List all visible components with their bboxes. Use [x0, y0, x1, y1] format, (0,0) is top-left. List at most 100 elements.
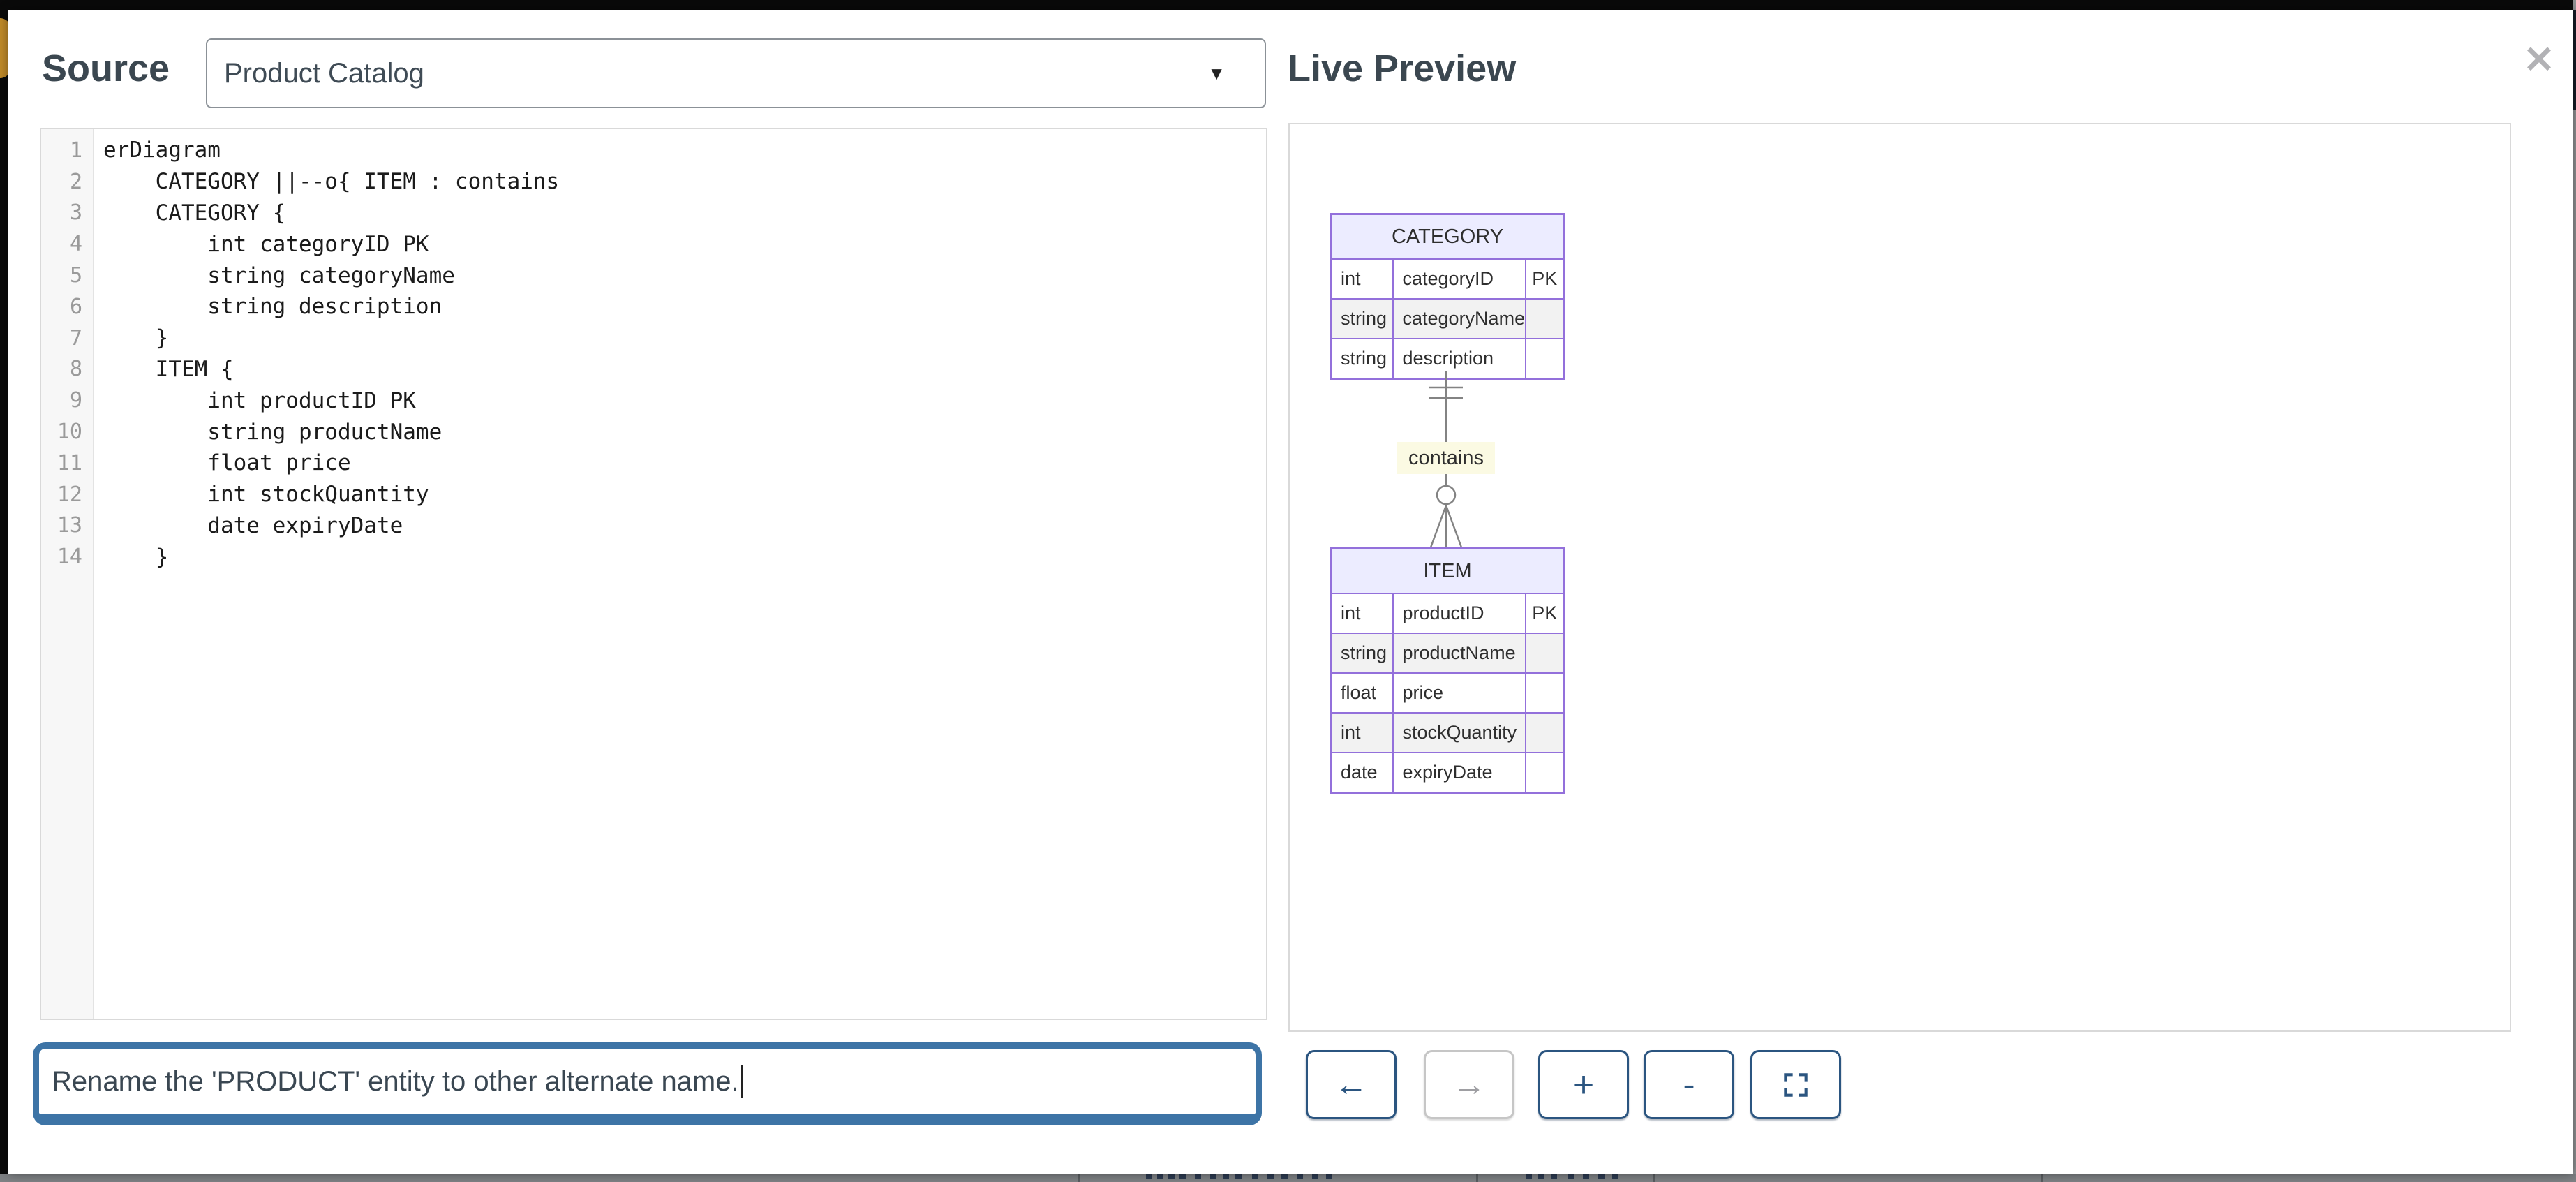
prompt-input-value: Rename the 'PRODUCT' entity to other alt… [52, 1065, 739, 1097]
chevron-down-icon: ▼ [1207, 62, 1226, 84]
background-page-top-sliver [0, 0, 2576, 10]
er-attribute-key [1524, 338, 1565, 380]
er-attribute-name: description [1392, 338, 1526, 380]
preview-panel-title: Live Preview [1288, 47, 1517, 89]
background-logo-fragment [0, 18, 10, 78]
background-page-mark [1210, 1174, 1216, 1179]
er-relationship-label: contains [1397, 442, 1495, 474]
zoom-out-button[interactable]: - [1644, 1050, 1734, 1119]
code-line: 11 float price [41, 448, 1266, 479]
background-page-mark [1326, 1174, 1332, 1179]
er-attribute-key: PK [1524, 593, 1565, 634]
er-attribute-name: categoryName [1392, 298, 1526, 339]
er-attribute-name: stockQuantity [1392, 712, 1526, 753]
code-text: erDiagram [103, 138, 221, 163]
background-page-left-sliver [0, 0, 8, 1182]
er-attribute-key: PK [1524, 258, 1565, 300]
code-text: int stockQuantity [103, 482, 429, 508]
er-entity-name: ITEM [1330, 547, 1565, 594]
er-attribute-type: string [1330, 633, 1394, 674]
line-number-gutter [41, 129, 94, 1019]
code-text: int categoryID PK [103, 231, 429, 257]
line-number: 13 [57, 513, 82, 538]
code-line: 3 CATEGORY { [41, 198, 1266, 229]
line-number: 11 [57, 450, 82, 475]
code-line: 14 } [41, 541, 1266, 572]
background-page-mark [1179, 1174, 1186, 1179]
code-line: 7 } [41, 323, 1266, 354]
er-attribute-name: categoryID [1392, 258, 1526, 300]
background-page-mark [1598, 1174, 1605, 1179]
code-text: string productName [103, 419, 442, 445]
history-forward-button[interactable]: → [1424, 1050, 1514, 1119]
line-number: 7 [69, 325, 82, 350]
code-text: int productID PK [103, 387, 416, 413]
er-attribute-key [1524, 672, 1565, 714]
background-page-bottom-sliver [0, 1174, 2576, 1182]
er-attribute-name: expiryDate [1392, 752, 1526, 794]
code-line: 2 CATEGORY ||--o{ ITEM : contains [41, 166, 1266, 198]
close-icon[interactable]: ✕ [2523, 39, 2555, 81]
background-page-divider [2041, 1174, 2043, 1182]
source-panel-title: Source [42, 47, 170, 89]
code-text: date expiryDate [103, 512, 403, 538]
er-attribute-key [1524, 298, 1565, 339]
line-number: 14 [57, 545, 82, 570]
code-line: 9 int productID PK [41, 385, 1266, 416]
history-back-button[interactable]: ← [1306, 1050, 1397, 1119]
background-page-mark [1612, 1174, 1618, 1179]
text-cursor [740, 1065, 743, 1098]
line-number: 5 [69, 263, 82, 288]
background-page-mark [1235, 1174, 1242, 1179]
er-attribute-type: int [1330, 712, 1394, 753]
line-number: 4 [69, 232, 82, 257]
code-line: 6 string description [41, 291, 1266, 323]
code-text: float price [103, 450, 351, 476]
code-line: 8 ITEM { [41, 354, 1266, 385]
code-text: string categoryName [103, 263, 455, 288]
fullscreen-icon [1784, 1072, 1808, 1097]
background-page-mark [1312, 1174, 1318, 1179]
background-page-mark [1551, 1174, 1557, 1179]
fullscreen-button[interactable] [1750, 1050, 1841, 1119]
background-page-divider [1653, 1174, 1655, 1182]
code-line: 4 int categoryID PK [41, 228, 1266, 260]
er-attribute-key [1524, 712, 1565, 753]
code-line: 10 string productName [41, 416, 1266, 448]
zoom-in-button[interactable]: + [1538, 1050, 1629, 1119]
er-attribute-type: float [1330, 672, 1394, 714]
er-attribute-type: string [1330, 298, 1394, 339]
prompt-input[interactable]: Rename the 'PRODUCT' entity to other alt… [33, 1042, 1262, 1125]
background-page-right-sliver [2573, 0, 2576, 1182]
er-attribute-type: string [1330, 338, 1394, 380]
background-page-mark [1583, 1174, 1589, 1179]
background-page-mark [1267, 1174, 1274, 1179]
line-number: 10 [57, 420, 82, 445]
code-line: 13 date expiryDate [41, 510, 1266, 542]
code-text: } [103, 544, 169, 570]
background-page-mark [1168, 1174, 1175, 1179]
line-number: 12 [57, 482, 82, 507]
arrow-left-icon: ← [1334, 1066, 1368, 1103]
background-page-mark [1195, 1174, 1201, 1179]
line-number: 9 [69, 388, 82, 413]
background-page-mark [1281, 1174, 1288, 1179]
er-entity-name: CATEGORY [1330, 213, 1565, 260]
background-page-mark [1568, 1174, 1574, 1179]
background-page-right-dark-sliver [2573, 10, 2576, 110]
background-page-mark [1223, 1174, 1229, 1179]
diagram-selector-dropdown[interactable]: Product Catalog ▼ [206, 38, 1266, 108]
er-attribute-name: productName [1392, 633, 1526, 674]
er-attribute-type: int [1330, 258, 1394, 300]
